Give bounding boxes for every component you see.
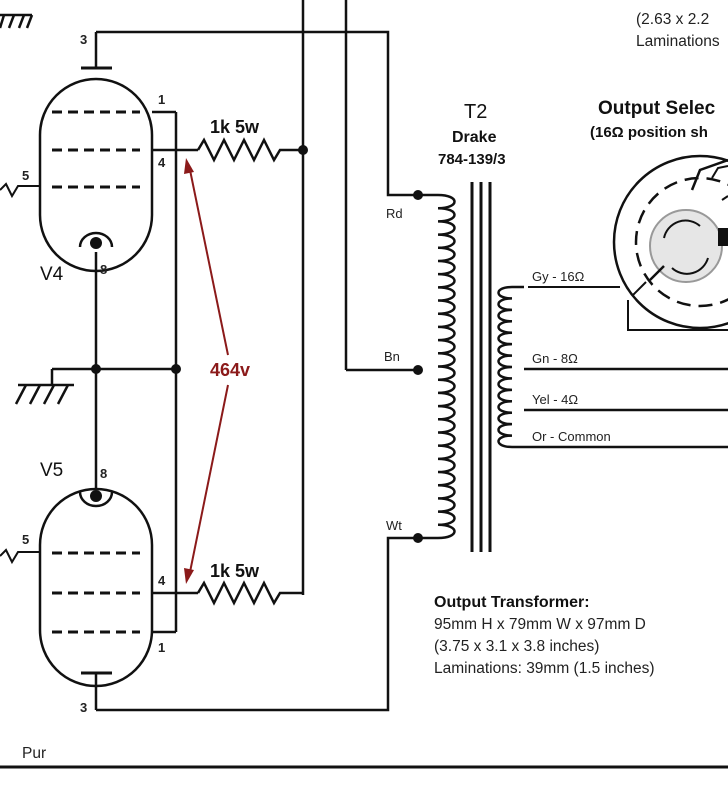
tube-v5 bbox=[38, 487, 154, 710]
transformer-make: Drake bbox=[452, 129, 497, 146]
wire-v5-plate bbox=[96, 536, 418, 712]
transformer-primary-coil bbox=[418, 193, 456, 540]
v5-pin5-label: 5 bbox=[22, 532, 29, 547]
ot-line1: 95mm H x 79mm W x 97mm D bbox=[434, 616, 646, 633]
tap-yel-label: Yel - 4Ω bbox=[532, 392, 578, 407]
transformer-secondary-coil bbox=[497, 285, 524, 449]
ot-title: Output Transformer: bbox=[434, 594, 590, 611]
resistor-lower-label: 1k 5w bbox=[210, 561, 260, 581]
wire-v4-plate bbox=[96, 30, 418, 197]
resistor-upper-label: 1k 5w bbox=[210, 117, 260, 137]
v4-pin3-label: 3 bbox=[80, 32, 87, 47]
transformer-name: T2 bbox=[464, 101, 487, 123]
v5-pin3-label: 3 bbox=[80, 700, 87, 715]
v4-pin8-label: 8 bbox=[100, 262, 107, 277]
transformer-core bbox=[470, 182, 492, 552]
selector-title: Output Selec bbox=[598, 98, 716, 119]
tap-gy-label: Gy - 16Ω bbox=[532, 269, 585, 284]
tap-wt-label: Wt bbox=[386, 518, 402, 533]
tap-or-label: Or - Common bbox=[532, 429, 611, 444]
wire-v4-grid-input bbox=[0, 182, 40, 199]
transformer-part: 784-139/3 bbox=[438, 151, 506, 168]
v5-pin1-label: 1 bbox=[158, 640, 165, 655]
v4-pin1-label: 1 bbox=[158, 92, 165, 107]
v4-label: V4 bbox=[40, 264, 64, 285]
tap-rd-label: Rd bbox=[386, 206, 403, 221]
top-fragment-line2: Laminations bbox=[636, 33, 720, 50]
tap-gn-label: Gn - 8Ω bbox=[532, 351, 578, 366]
output-selector-switch bbox=[612, 154, 728, 331]
ground-symbol-center bbox=[14, 369, 74, 405]
wire-v5-grid-input bbox=[0, 548, 40, 565]
tap-bn-label: Bn bbox=[384, 349, 400, 364]
tube-v4 bbox=[38, 32, 154, 273]
resistor-upper bbox=[196, 137, 303, 163]
ot-line3: Laminations: 39mm (1.5 inches) bbox=[434, 660, 655, 677]
top-fragment-line1: (2.63 x 2.2 bbox=[636, 11, 709, 28]
selector-subtitle: (16Ω position sh bbox=[590, 124, 708, 141]
v4-pin4-label: 4 bbox=[158, 155, 166, 170]
voltage-arrow bbox=[184, 158, 229, 584]
v5-label: V5 bbox=[40, 460, 63, 481]
ot-line2: (3.75 x 3.1 x 3.8 inches) bbox=[434, 638, 599, 655]
v4-pin5-label: 5 bbox=[22, 168, 29, 183]
voltage-label: 464v bbox=[210, 360, 250, 380]
v5-pin4-label: 4 bbox=[158, 573, 166, 588]
resistor-lower bbox=[196, 580, 303, 606]
ground-symbol-top bbox=[0, 13, 34, 29]
v5-pin8-label: 8 bbox=[100, 466, 107, 481]
wire-label-pur: Pur bbox=[22, 745, 46, 762]
